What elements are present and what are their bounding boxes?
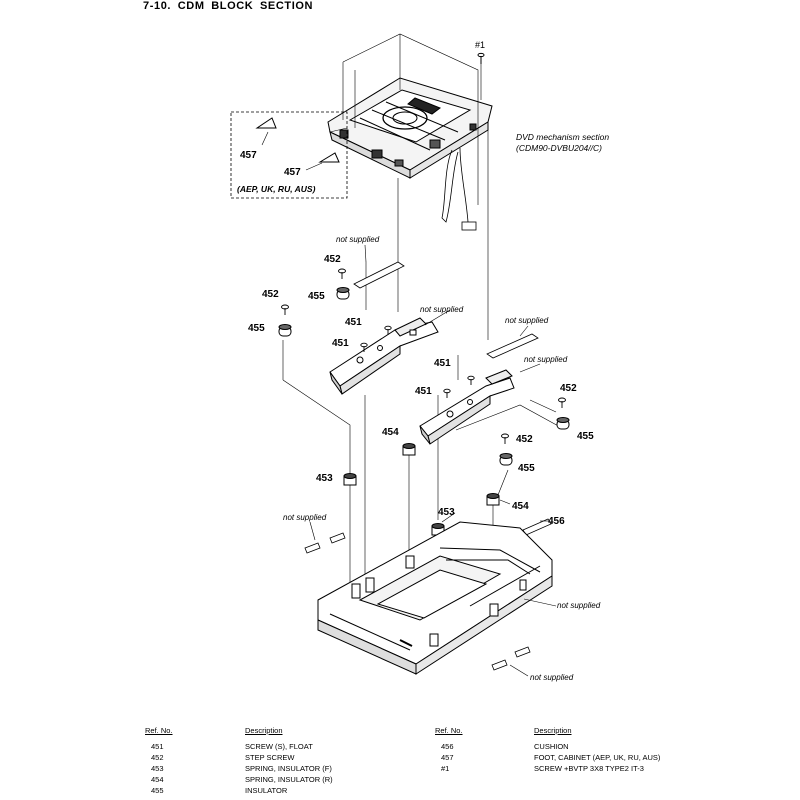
header-ref-left: Ref. No. [145, 726, 173, 735]
table-row-description: SPRING, INSULATOR (F) [245, 764, 332, 773]
table-row-ref: 454 [151, 775, 164, 784]
bottom-chassis [317, 521, 553, 675]
callout-454-b: 454 [512, 501, 529, 512]
not-supplied-label-5: not supplied [283, 513, 327, 522]
table-row-ref: 453 [151, 764, 164, 773]
not-supplied-label-7: not supplied [530, 673, 574, 682]
callout-452-a: 452 [324, 254, 341, 265]
callout-455-d: 455 [518, 463, 535, 474]
table-row-ref: 457 [441, 753, 454, 762]
callout-screw-1: #1 [475, 40, 485, 50]
callout-453-a: 453 [316, 473, 333, 484]
table-row-description: SCREW (S), FLOAT [245, 742, 313, 751]
step-screws-452 [281, 268, 566, 444]
header-description-right: Description [534, 726, 572, 735]
callout-451-c: 451 [434, 358, 451, 369]
float-screws-451 [360, 325, 475, 398]
callout-451-a: 451 [345, 317, 362, 328]
not-supplied-label-6: not supplied [557, 601, 601, 610]
header-description-left: Description [245, 726, 283, 735]
springs-453-454 [343, 443, 500, 536]
leader-lines [309, 244, 557, 677]
callout-454-a: 454 [382, 427, 399, 438]
table-row-ref: 455 [151, 786, 164, 795]
not-supplied-label-1: not supplied [336, 235, 380, 244]
table-row-description: STEP SCREW [245, 753, 295, 762]
callout-452-b: 452 [262, 289, 279, 300]
table-row-ref: #1 [441, 764, 450, 773]
callout-455-b: 455 [248, 323, 265, 334]
callout-455-c: 455 [577, 431, 594, 442]
header-ref-right: Ref. No. [435, 726, 463, 735]
callout-451-b: 451 [332, 338, 349, 349]
table-row-ref: 452 [151, 753, 164, 762]
mechanism-caption-line1: DVD mechanism section [516, 132, 609, 142]
right-bracket [419, 369, 515, 445]
callout-457-b: 457 [284, 167, 301, 178]
table-row-description: SCREW +BVTP 3X8 TYPE2 IT-3 [534, 764, 644, 773]
exploded-view-diagram: #1 DVD mechanism section (CDM90-DVBU204/… [230, 33, 609, 682]
insulators-455 [278, 287, 570, 466]
callout-453-b: 453 [438, 507, 455, 518]
callout-451-d: 451 [415, 386, 432, 397]
not-supplied-label-2: not supplied [420, 305, 464, 314]
callout-452-c: 452 [560, 383, 577, 394]
page-title: 7-10. CDM BLOCK SECTION [143, 0, 314, 12]
foot-457-b [318, 152, 340, 163]
screw-1-part [477, 52, 485, 64]
mechanism-caption-line2: (CDM90-DVBU204//C) [516, 143, 602, 153]
callout-452-d: 452 [516, 434, 533, 445]
table-row-description: CUSHION [534, 742, 569, 751]
region-box-457 [230, 111, 348, 199]
table-row-ref: 456 [441, 742, 454, 751]
callout-456: 456 [548, 516, 565, 527]
dvd-mechanism [327, 77, 493, 231]
table-row-description: FOOT, CABINET (AEP, UK, RU, AUS) [534, 753, 661, 762]
table-row-description: SPRING, INSULATOR (R) [245, 775, 333, 784]
callout-455-a: 455 [308, 291, 325, 302]
callout-457-a: 457 [240, 150, 257, 161]
table-row-description: INSULATOR [245, 786, 288, 795]
foot-457-a [255, 117, 277, 129]
left-bracket [329, 317, 439, 395]
not-supplied-label-4: not supplied [524, 355, 568, 364]
table-row-ref: 451 [151, 742, 164, 751]
not-supplied-label-3: not supplied [505, 316, 549, 325]
region-note: (AEP, UK, RU, AUS) [237, 184, 316, 194]
